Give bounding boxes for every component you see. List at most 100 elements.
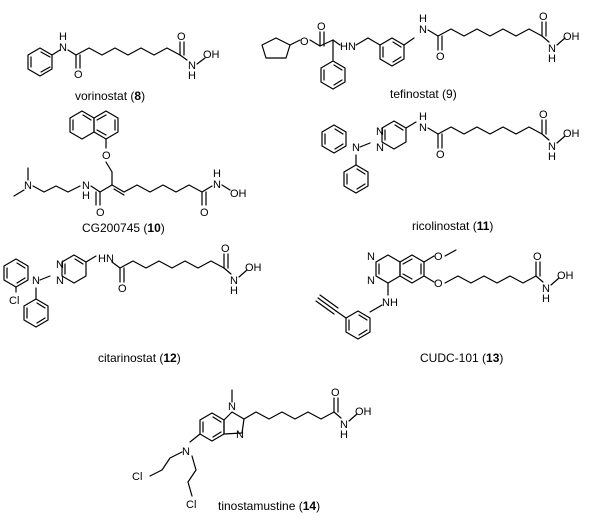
atom-o: O: [331, 387, 340, 399]
compound-name: vorinostat: [75, 89, 128, 103]
atom-oh: OH: [563, 128, 580, 140]
benzene-ring-ricolinostat-a: [321, 124, 347, 154]
compound-number: 10: [147, 221, 161, 235]
atom-h: H: [213, 168, 221, 180]
atom-h: H: [548, 151, 556, 163]
benzene-ring-vorinostat: [27, 47, 53, 77]
atom-oh: OH: [355, 406, 372, 418]
compound-number: 13: [486, 351, 500, 365]
compound-name: CUDC-101: [420, 351, 479, 365]
atom-n: N: [542, 283, 550, 295]
benzene-ring-citarinostat: [23, 298, 49, 328]
benzimidazole: [199, 411, 245, 442]
atom-o: O: [74, 69, 83, 81]
atom-o: O: [300, 36, 309, 48]
benzene-ring-tefinostat-linker: [379, 37, 405, 67]
compound-name: tefinostat: [390, 87, 439, 101]
atom-hn: HN: [340, 41, 356, 53]
atom-oh: OH: [557, 270, 574, 282]
atom-h: H: [542, 293, 550, 305]
caption-ricolinostat: ricolinostat (11): [412, 219, 493, 233]
atom-o: O: [200, 207, 209, 219]
atom-o: O: [434, 278, 443, 290]
atom-o: O: [102, 150, 111, 162]
atom-n: N: [228, 401, 236, 413]
chlorophenyl-ring: [3, 258, 29, 288]
quinazoline: [375, 254, 425, 284]
atom-o: O: [317, 21, 326, 33]
atom-oh: OH: [230, 188, 247, 200]
atom-n: N: [24, 180, 32, 192]
structure-cudc-101: N N O O O N H OH NH CUDC-101 (13): [315, 249, 574, 365]
compound-number: 9: [446, 87, 453, 101]
atom-n: N: [419, 122, 427, 134]
cyclopentyl-ring: [261, 37, 291, 59]
compound-number: 8: [134, 89, 141, 103]
atom-n: N: [376, 126, 384, 138]
pyrimidine-ring-ricolinostat: [381, 120, 407, 150]
atom-cl: Cl: [9, 295, 19, 307]
atom-o: O: [436, 51, 445, 63]
atom-oh: OH: [563, 31, 580, 43]
atom-n: N: [340, 419, 348, 431]
atom-n: N: [548, 141, 556, 153]
atom-n: N: [213, 179, 221, 191]
atom-o: O: [539, 11, 548, 23]
benzene-ring-ricolinostat-b: [343, 164, 369, 194]
atom-n: N: [32, 275, 40, 287]
caption-tefinostat: tefinostat (9): [390, 87, 457, 101]
atom-n: N: [352, 142, 360, 154]
naphthalene: [69, 110, 119, 140]
atom-n: N: [182, 446, 190, 458]
atom-nh: NH: [382, 297, 398, 309]
atom-n: N: [56, 259, 64, 271]
caption-citarinostat: citarinostat (12): [98, 351, 181, 365]
atom-n: N: [59, 42, 67, 54]
compound-name: ricolinostat: [412, 219, 470, 233]
compound-name: citarinostat: [98, 351, 157, 365]
compound-number: 11: [477, 219, 490, 233]
structure-tefinostat: O O HN H N O O N: [261, 11, 580, 101]
compound-number: 14: [303, 499, 317, 513]
atom-n: N: [56, 275, 64, 287]
atom-h: H: [419, 111, 427, 123]
compound-name: tinostamustine: [218, 499, 296, 513]
caption-cg200745: CG200745 (10): [82, 221, 165, 235]
atom-oh: OH: [203, 49, 220, 61]
atom-nh: HN: [98, 253, 114, 265]
atom-cl: Cl: [186, 499, 196, 511]
compound-name: CG200745: [82, 221, 140, 235]
atom-o: O: [436, 149, 445, 161]
atom-o: O: [434, 251, 443, 263]
atom-n: N: [367, 251, 375, 263]
structure-ricolinostat: N N N H N O O N H OH r: [321, 109, 580, 233]
structure-tinostamustine: N N O N H OH N Cl Cl tinostamustine (14): [132, 387, 372, 513]
atom-o: O: [533, 251, 542, 263]
ethynylphenyl-ring: [345, 310, 371, 340]
atom-n: N: [419, 24, 427, 36]
atom-n: N: [188, 60, 196, 72]
atom-h: H: [188, 70, 196, 82]
atom-cl: Cl: [132, 471, 142, 483]
atom-o: O: [221, 243, 230, 255]
atom-oh: OH: [245, 262, 262, 274]
atom-n: N: [236, 429, 244, 441]
structure-vorinostat: H N O O N H OH vorinostat (8): [27, 31, 220, 103]
atom-h: H: [59, 31, 67, 43]
atom-o: O: [177, 31, 186, 43]
atom-n: N: [230, 275, 238, 287]
caption-vorinostat: vorinostat (8): [75, 89, 145, 103]
caption-tinostamustine: tinostamustine (14): [218, 499, 320, 513]
atom-n: N: [367, 275, 375, 287]
atom-h: H: [230, 285, 238, 297]
pyrimidine-ring-citarinostat: [61, 254, 87, 284]
atom-h: H: [82, 190, 90, 202]
atom-h: H: [340, 429, 348, 441]
atom-o: O: [118, 283, 127, 295]
atom-n: N: [82, 180, 90, 192]
atom-h: H: [419, 13, 427, 25]
caption-cudc-101: CUDC-101 (13): [420, 351, 503, 365]
atom-o: O: [96, 207, 105, 219]
atom-h: H: [548, 53, 556, 65]
